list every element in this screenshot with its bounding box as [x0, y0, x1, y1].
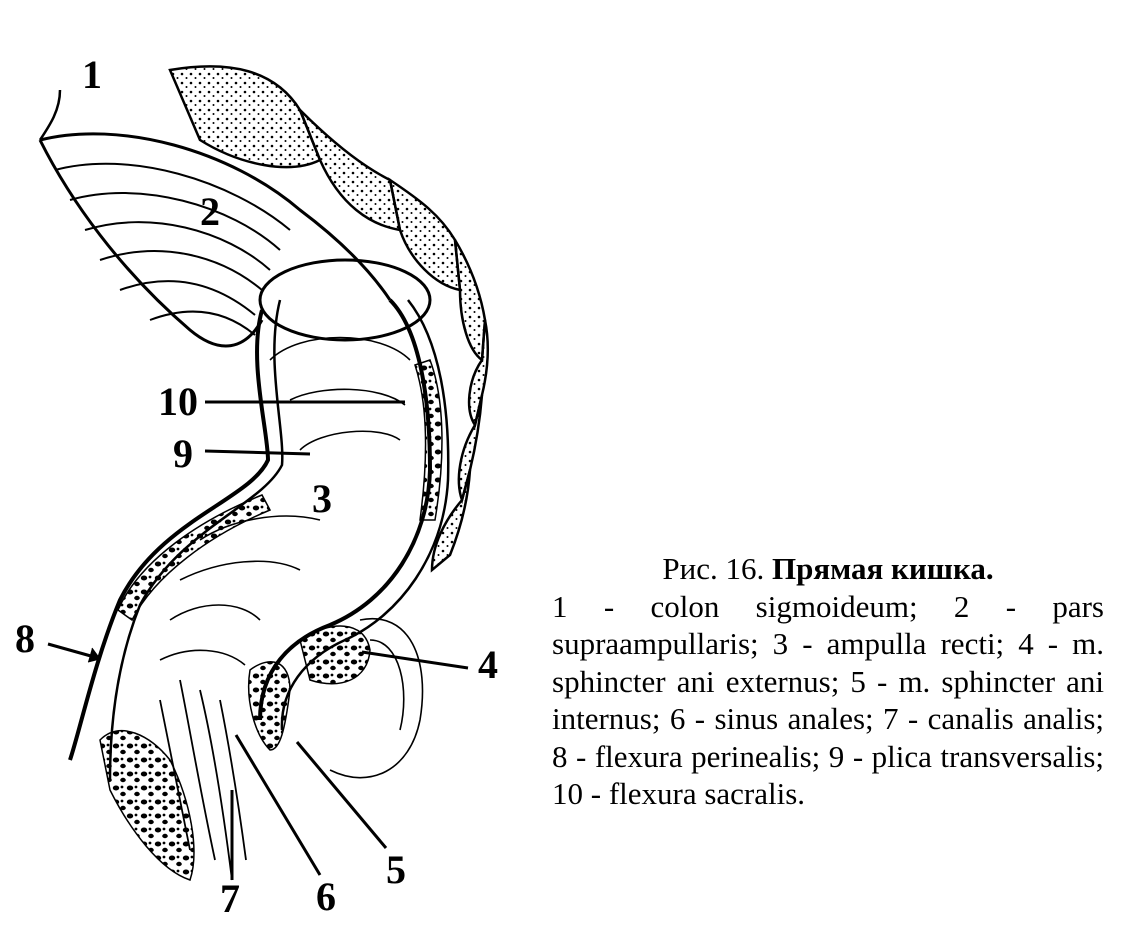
caption-heading: Рис. 16. Прямая кишка.: [552, 550, 1104, 588]
label-3: 3: [312, 476, 332, 521]
label-8: 8: [15, 616, 35, 661]
external-sphincter-outline: [329, 617, 424, 779]
caption-title: Прямая кишка.: [772, 551, 994, 586]
caption-legend: 1 - colon sigmoideum; 2 - pars supraampu…: [552, 588, 1104, 812]
label-10: 10: [158, 379, 198, 424]
caption-prefix: Рис. 16.: [662, 551, 765, 586]
label-4: 4: [478, 642, 498, 687]
label-5: 5: [386, 847, 406, 892]
label-7: 7: [220, 876, 240, 921]
label-1: 1: [82, 52, 102, 97]
sigmoid-colon: [38, 89, 392, 348]
ampulla-lumen: [159, 258, 432, 666]
muscle-layer: [99, 359, 443, 881]
sacrum-vertebrae: [168, 65, 490, 573]
label-6: 6: [316, 874, 336, 919]
figure-caption: Рис. 16. Прямая кишка. 1 - colon sigmoid…: [552, 550, 1104, 813]
figure-labels: 1 2 3 4 5 6 7 8 9 10: [15, 52, 498, 921]
label-9: 9: [173, 431, 193, 476]
label-2: 2: [200, 189, 220, 234]
leader-lines: [47, 400, 469, 880]
